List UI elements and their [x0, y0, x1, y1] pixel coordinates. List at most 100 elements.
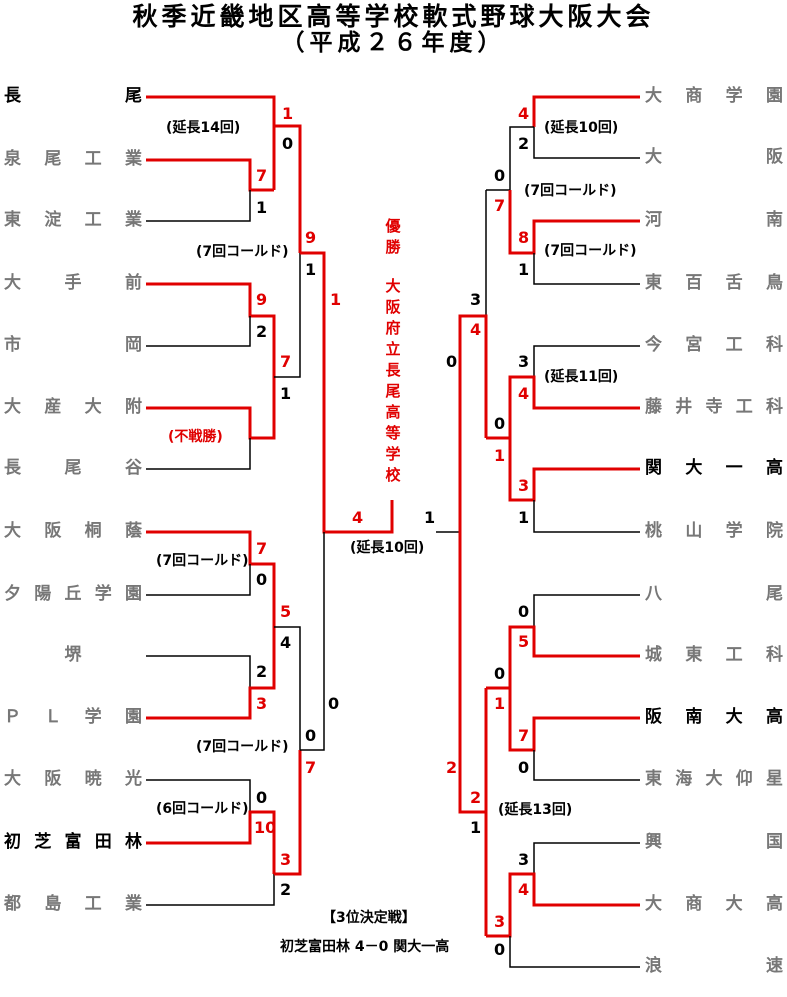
score-final-left: 4: [352, 508, 364, 527]
score-l10-top: 2: [256, 662, 268, 681]
score-r11-bot: 1: [494, 694, 506, 713]
score-r9-bot: 1: [518, 508, 530, 527]
left-bracket-line-9: [146, 438, 251, 470]
left-team-5: 市岡: [4, 335, 142, 355]
score-l6-note: (不戦勝): [168, 429, 223, 445]
right-team-6: 藤井寺工科: [645, 397, 783, 417]
score-l11-top: 0: [305, 726, 317, 745]
right-team-9: 八尾: [645, 584, 783, 604]
score-r7-note: (延長11回): [544, 369, 619, 385]
score-l3-top: 9: [305, 228, 317, 247]
score-r8-top: 0: [494, 414, 506, 433]
left-team-1: 長尾: [4, 86, 142, 106]
score-r8-bot: 1: [494, 446, 506, 465]
score-r15-bot: 4: [518, 880, 530, 899]
right-bracket-line-7: [533, 345, 640, 377]
score-l8-top: 7: [256, 539, 268, 558]
left-team-10: 堺: [64, 645, 82, 665]
score-r7-top: 3: [518, 352, 530, 371]
right-bracket-line-17: [533, 842, 640, 874]
right-bracket-line-3: [486, 126, 534, 191]
right-bracket-line-5: [533, 253, 640, 285]
score-r9-top: 3: [518, 476, 530, 495]
right-team-10: 城東工科: [645, 645, 783, 665]
score-l4-bot: 2: [256, 322, 268, 341]
left-bracket-line-16: [274, 626, 301, 750]
left-bracket-line-2: [146, 158, 274, 192]
right-bracket-line-2: [533, 127, 640, 159]
left-bracket-line-1: [146, 95, 276, 126]
score-l1-note: (延長14回): [166, 120, 241, 136]
score-r10-bot: 5: [518, 632, 530, 651]
score-final-note: (延長10回): [350, 540, 425, 556]
left-bracket-line-11: [300, 251, 394, 534]
score-r11-top: 0: [494, 664, 506, 683]
left-bracket-line-20: [274, 750, 302, 876]
score-l1-top: 1: [282, 104, 294, 123]
right-bracket-line-19: [509, 936, 640, 968]
score-l9-bot: 4: [280, 633, 292, 652]
score-r4-top: 3: [470, 290, 482, 309]
right-team-3: 河南: [645, 210, 783, 230]
score-l5-top: 7: [280, 352, 292, 371]
right-bracket-line-1: [532, 95, 640, 127]
score-r5-top: 4: [470, 320, 482, 339]
champion-school: 大阪府立長尾高等学校: [385, 277, 401, 484]
left-bracket-line-10: [274, 253, 301, 378]
right-team-7: 関大一高: [645, 458, 783, 478]
right-team-2: 大阪: [645, 147, 783, 167]
left-bracket-line-17: [146, 779, 251, 812]
right-team-15: 浪速: [645, 956, 783, 976]
left-bracket-line-21: [300, 532, 325, 751]
right-bracket-line-14: [508, 688, 640, 752]
score-l1-bot: 0: [282, 134, 294, 153]
left-team-6: 大産大附: [4, 397, 142, 417]
left-bracket-line-6: [146, 282, 276, 377]
third-place-result: 初芝富田林 4－0 関大一高: [280, 939, 450, 955]
right-team-13: 興国: [645, 832, 783, 852]
score-r12-top: 7: [518, 726, 530, 745]
left-team-4: 大手前: [4, 273, 142, 293]
right-team-5: 今宮工科: [645, 335, 783, 355]
score-l10-bot: 3: [256, 694, 268, 713]
score-r12-bot: 0: [518, 758, 530, 777]
score-r16-bot: 0: [494, 940, 506, 959]
right-bracket-line-13: [486, 625, 640, 690]
score-r15-top: 3: [518, 850, 530, 869]
score-r3-note: (7回コールド): [544, 243, 637, 259]
right-team-14: 大商大高: [645, 894, 783, 914]
score-l14-top: 0: [328, 694, 340, 713]
score-l13-top: 3: [280, 850, 292, 869]
right-bracket-line-18: [486, 872, 640, 938]
score-l11-bot: 7: [305, 758, 317, 777]
left-bracket-line-15: [146, 627, 276, 720]
score-l12-bot: 10: [254, 818, 277, 837]
right-team-1: 大商学園: [645, 86, 783, 106]
score-l3-bot: 1: [305, 260, 317, 279]
right-team-4: 東百舌鳥: [645, 273, 783, 293]
score-r6-left: 0: [446, 352, 458, 371]
score-r2-top: 0: [494, 166, 506, 185]
score-r14-note: (延長13回): [498, 802, 573, 818]
score-l7-top: 1: [330, 290, 342, 309]
left-team-9: 夕陽丘学園: [4, 584, 142, 604]
left-bracket-line-5: [274, 124, 302, 253]
score-l4-top: 9: [256, 290, 268, 309]
score-r10-top: 0: [518, 602, 530, 621]
score-l2-top: 7: [256, 166, 268, 185]
right-team-11: 阪南大高: [645, 707, 783, 727]
left-team-2: 泉尾工業: [4, 149, 142, 169]
left-team-7: 長尾谷: [4, 458, 142, 478]
champion-label: 優勝: [385, 217, 401, 256]
score-r3-bot: 1: [518, 260, 530, 279]
score-l9-top: 5: [280, 602, 292, 621]
page-title: 秋季近畿地区高等学校軟式野球大阪大会: [132, 2, 655, 31]
score-r13-left: 2: [446, 758, 458, 777]
score-final-right: 1: [424, 508, 436, 527]
left-bracket-line-19: [146, 874, 275, 906]
score-r3-top: 8: [518, 228, 530, 247]
left-bracket-line-12: [146, 530, 276, 627]
score-r16-top: 3: [494, 912, 506, 931]
score-r14-top: 2: [470, 788, 482, 807]
